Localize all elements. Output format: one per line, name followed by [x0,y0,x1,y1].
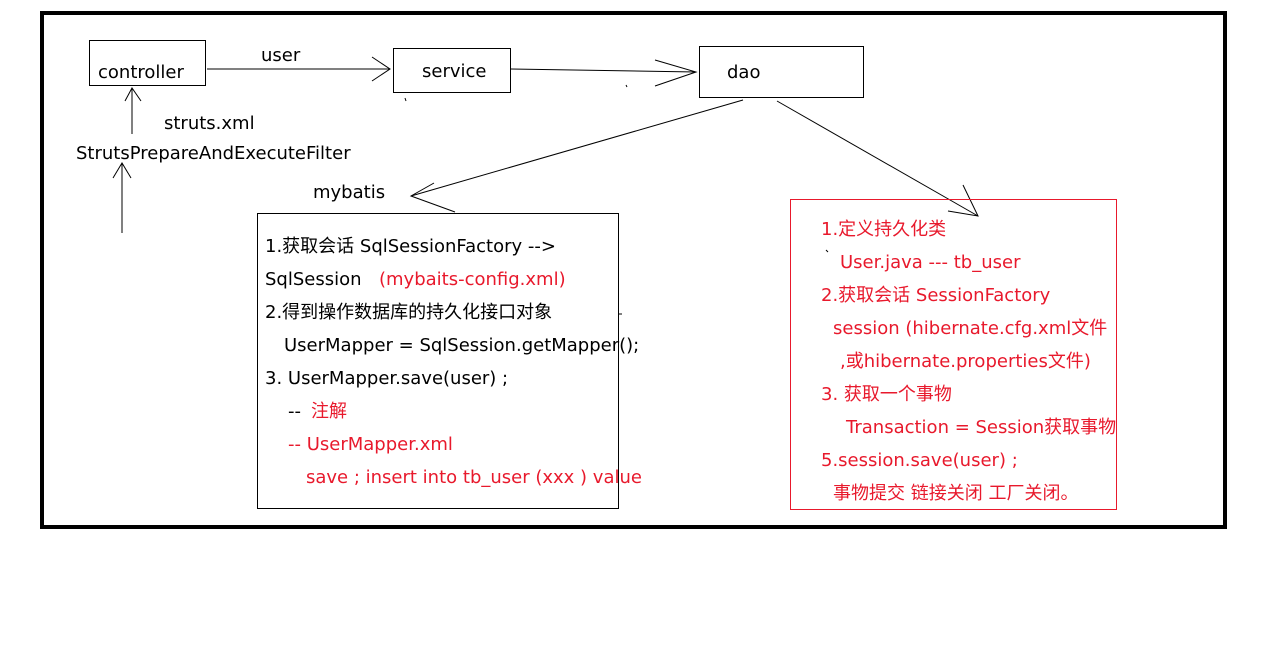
mybatis-steps-box: 1.获取会话 SqlSessionFactory --> SqlSession … [257,213,642,509]
hibernate-step-5-close: 事物提交 链接关闭 工厂关闭。 [833,483,1079,504]
controller-label: controller [98,62,184,83]
arrow-dao-mybatis [410,99,744,197]
dao-node: dao [699,46,864,98]
hibernate-step-3-transaction: Transaction = Session获取事物 [846,417,1117,438]
hibernate-steps-box: 1.定义持久化类 User.java --- tb_user 2.获取会话 Se… [790,199,1117,510]
hibernate-step-2-properties: ,或hibernate.properties文件) [840,351,1091,372]
mybatis-annotation-dash: -- [288,401,301,422]
arrow-dao-hibernate [776,100,979,217]
mybatis-label: mybatis [313,182,386,203]
user-label: user [261,45,301,66]
mybatis-mapper-xml: -- UserMapper.xml [288,434,453,455]
arrowhead-filter [112,162,132,179]
arrowhead-hibernate [947,184,979,217]
dao-label: dao [727,62,761,83]
arrow-service-dao [510,68,697,73]
filter-label: StrutsPrepareAndExecuteFilter [76,143,351,164]
hibernate-step-1-detail: User.java --- tb_user [840,252,1021,273]
mybatis-annotation-note: 注解 [311,401,347,422]
mybatis-step-2: 2.得到操作数据库的持久化接口对象 [265,302,553,323]
controller-node: controller [89,40,206,86]
hibernate-step-5: 5.session.save(user) ; [821,450,1018,471]
mybatis-step-2-code: UserMapper = SqlSession.getMapper(); [284,335,640,356]
hibernate-step-2: 2.获取会话 SessionFactory [821,285,1051,306]
arrowhead-dao [654,59,698,87]
arrowhead-mybatis [409,182,456,213]
service-node: service [393,48,511,93]
mybatis-step-3: 3. UserMapper.save(user) ; [265,368,509,389]
diagram-frame [40,11,1227,529]
service-label: service [422,61,487,82]
mybatis-config-note: (mybaits-config.xml) [379,269,566,290]
arrowhead-controller [124,87,142,102]
hibernate-step-3: 3. 获取一个事物 [821,384,952,405]
mybatis-step-1: 1.获取会话 SqlSessionFactory --> [265,236,556,257]
struts-xml-label: struts.xml [164,113,255,134]
mybatis-insert-sql: save ; insert into tb_user (xxx ) value [306,467,642,488]
hibernate-step-2-session: session (hibernate.cfg.xml文件 [833,318,1108,339]
mybatis-step-1-session: SqlSession [265,269,362,290]
arrowhead-service [371,56,391,82]
hibernate-step-1: 1.定义持久化类 [821,219,947,240]
